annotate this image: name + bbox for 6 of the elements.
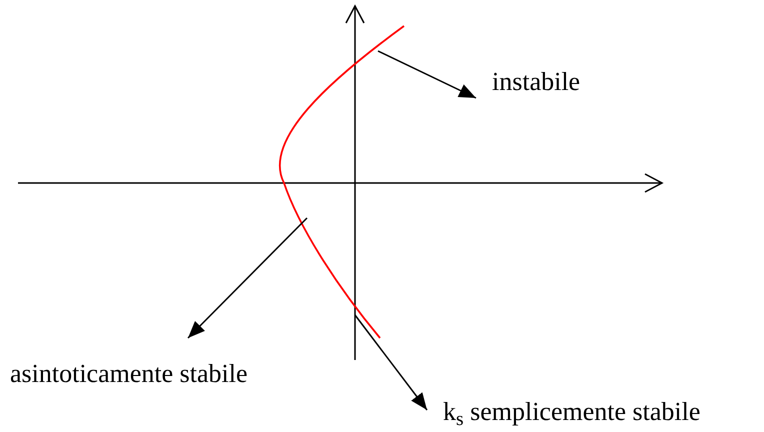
annotation-label: k$_{s}$ semplicemente stabile <box>427 396 700 428</box>
arrow <box>187 217 308 339</box>
arrow <box>354 314 428 410</box>
arrow <box>378 50 476 99</box>
annotation-label: instabile <box>476 66 580 98</box>
annotation-label: asintoticamente stabile <box>10 338 248 390</box>
